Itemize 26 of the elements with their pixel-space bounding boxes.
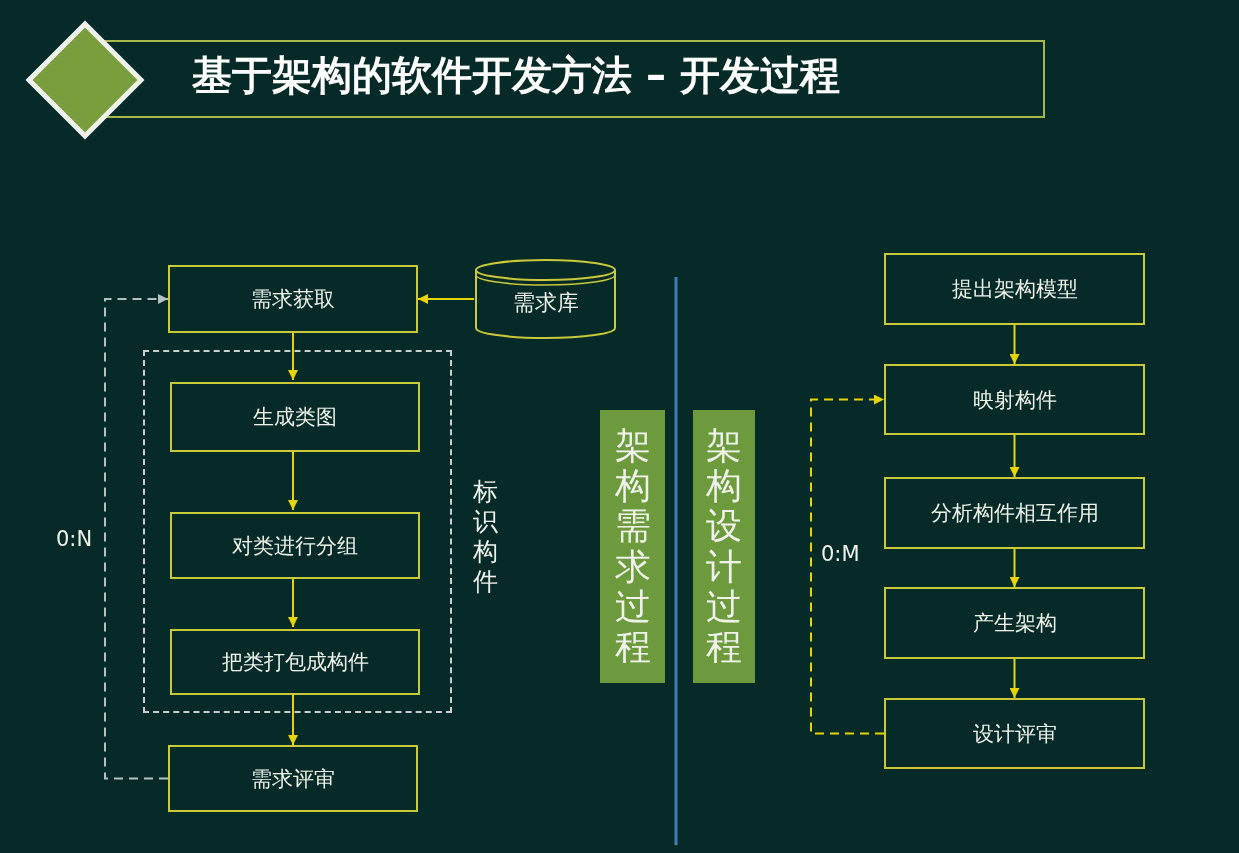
arrow <box>1009 434 1020 478</box>
arrow <box>288 332 298 381</box>
arrow <box>417 294 475 304</box>
database-cylinder: 需求库 <box>474 258 617 340</box>
phase-band: 架构需求过程 <box>600 410 665 683</box>
process-box: 产生架构 <box>884 587 1145 659</box>
dashed-arrow <box>810 394 885 735</box>
arrow <box>1009 658 1020 699</box>
arrow <box>1009 324 1020 365</box>
group-label: 标识构件 <box>471 477 499 597</box>
process-box: 对类进行分组 <box>170 512 420 579</box>
arrow <box>288 576 298 628</box>
process-box: 提出架构模型 <box>884 253 1145 325</box>
arrow <box>288 692 298 746</box>
title: 基于架构的软件开发方法 – 开发过程 <box>192 51 840 100</box>
arrow <box>288 449 298 511</box>
process-box: 需求获取 <box>168 265 418 333</box>
arrow <box>1009 548 1020 588</box>
process-box: 设计评审 <box>884 698 1145 769</box>
process-box: 生成类图 <box>170 382 420 452</box>
dashed-arrow <box>104 294 169 780</box>
process-box: 映射构件 <box>884 364 1145 435</box>
process-box: 把类打包成构件 <box>170 629 420 695</box>
phase-band: 架构设计过程 <box>693 410 755 683</box>
process-box: 需求评审 <box>168 745 418 812</box>
process-box: 分析构件相互作用 <box>884 477 1145 549</box>
